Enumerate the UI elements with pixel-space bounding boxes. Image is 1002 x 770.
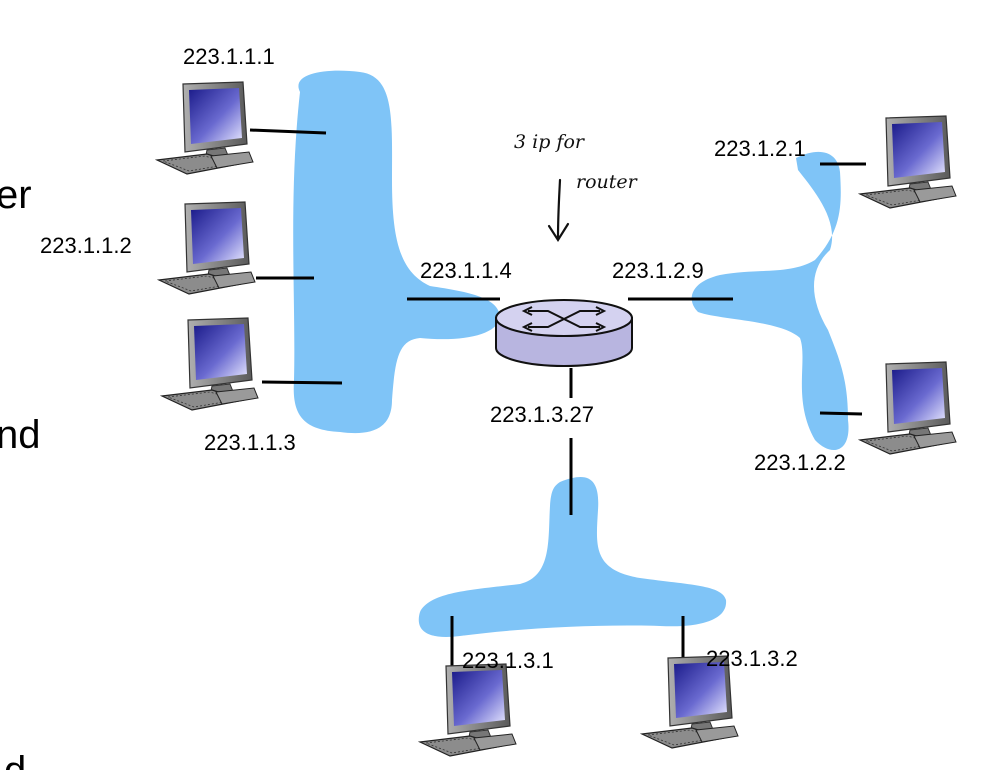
- ip-label-223-1-1-4: 223.1.1.4: [420, 258, 512, 283]
- ip-label-223-1-1-2: 223.1.1.2: [40, 233, 132, 258]
- edge-text-1: er: [0, 173, 32, 217]
- ip-label-223-1-1-1: 223.1.1.1: [183, 44, 275, 69]
- ip-label-223-1-1-3: 223.1.1.3: [204, 430, 296, 455]
- host-223-1-2-2-icon: [859, 361, 957, 455]
- ip-label-223-1-3-1: 223.1.3.1: [462, 648, 554, 673]
- host-223-1-1-2-icon: [158, 201, 256, 295]
- host-223-1-1-1-icon: [156, 81, 254, 175]
- ip-label-223-1-2-2: 223.1.2.2: [754, 450, 846, 475]
- edge-text-3: d: [4, 749, 26, 770]
- subnet-1-area: [293, 70, 500, 434]
- subnet-2-area: [691, 151, 849, 451]
- host-223-1-3-1-icon: [419, 663, 517, 757]
- wire-223-1-1-3: [261, 380, 343, 385]
- edge-text-2: nd: [0, 413, 41, 457]
- ip-label-223-1-2-1: 223.1.2.1: [714, 136, 806, 161]
- router-icon: [495, 299, 633, 367]
- annotation-line1: 3 ip for: [514, 131, 586, 153]
- annotation-line2: router: [576, 171, 639, 193]
- handwritten-annotation: 3 ip for router: [514, 131, 639, 243]
- ip-label-223-1-3-27: 223.1.3.27: [490, 402, 594, 427]
- wire-223-1-1-1: [249, 128, 327, 135]
- ip-labels: 223.1.1.1 223.1.1.2 223.1.1.3 223.1.1.4 …: [40, 44, 846, 673]
- annotation-arrow-icon: [547, 178, 570, 243]
- wire-223-1-2-2: [819, 411, 863, 416]
- cropped-slide-text: er nd d: [0, 173, 41, 770]
- ip-label-223-1-3-2: 223.1.3.2: [706, 646, 798, 671]
- ip-label-223-1-2-9: 223.1.2.9: [612, 258, 704, 283]
- subnet-3-area: [418, 477, 727, 637]
- host-223-1-1-3-icon: [161, 317, 259, 411]
- host-223-1-2-1-icon: [859, 115, 957, 209]
- wires: [249, 128, 866, 668]
